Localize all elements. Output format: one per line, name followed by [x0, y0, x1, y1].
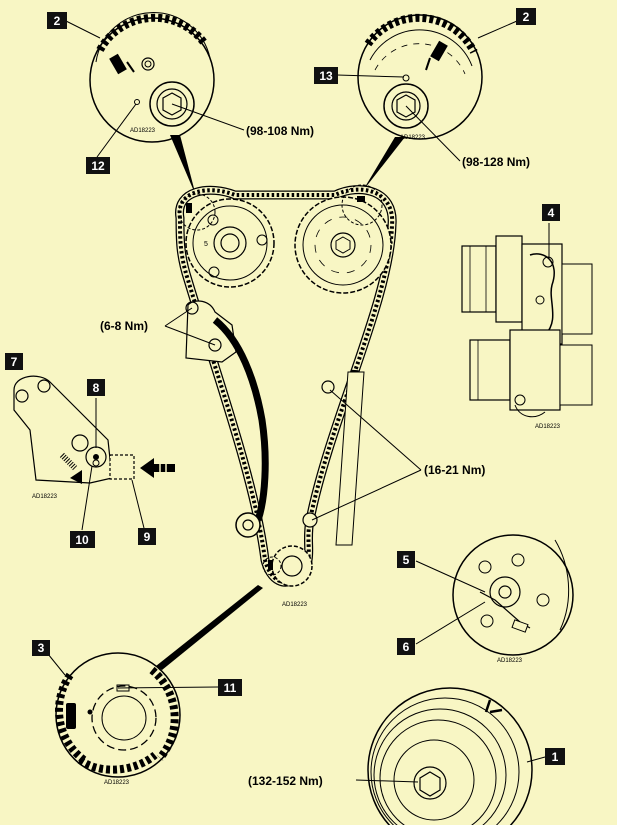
svg-text:9: 9: [144, 530, 151, 544]
svg-text:5: 5: [204, 241, 208, 248]
callout-7: 7: [5, 353, 23, 370]
torque-label: (98-108 Nm): [246, 124, 314, 138]
svg-text:10: 10: [75, 533, 89, 547]
callout-5: 5: [397, 551, 415, 568]
ref-code: AD18223: [497, 658, 523, 664]
leader-wedge: [362, 137, 405, 192]
detail-intake-cam-mark: AD18223: [357, 13, 483, 141]
callout-11: 11: [218, 679, 242, 696]
leader-wedge: [170, 135, 196, 196]
svg-text:1: 1: [552, 750, 559, 764]
ref-code: AD18223: [282, 602, 308, 608]
callout-2-left: 2: [47, 12, 67, 29]
callout-2-right: 2: [516, 8, 536, 25]
ref-code: AD18223: [104, 780, 130, 786]
detail-crank-pulley: [367, 687, 533, 825]
detail-pump-gear: AD18223: [452, 534, 574, 664]
callout-13: 13: [314, 67, 338, 84]
detail-crank-gear-mark: AD18223: [55, 652, 181, 786]
ref-code: AD18223: [130, 128, 156, 134]
callout-6: 6: [397, 638, 415, 655]
callout-8: 8: [87, 379, 105, 396]
torque-label: (132-152 Nm): [248, 774, 323, 788]
svg-text:2: 2: [54, 14, 61, 28]
svg-text:2: 2: [523, 10, 530, 24]
ref-code: AD18223: [32, 494, 58, 500]
svg-text:4: 4: [548, 206, 555, 220]
svg-text:5: 5: [403, 553, 410, 567]
ref-code: AD18223: [535, 424, 561, 430]
callout-9: 9: [138, 528, 156, 545]
callout-12: 12: [86, 157, 110, 174]
leader-wedge: [156, 585, 263, 670]
torque-label: (6-8 Nm): [100, 319, 148, 333]
torque-label: (16-21 Nm): [424, 463, 485, 477]
svg-text:12: 12: [91, 159, 105, 173]
svg-text:7: 7: [11, 355, 18, 369]
svg-text:6: 6: [403, 640, 410, 654]
callout-1: 1: [545, 748, 565, 765]
svg-text:11: 11: [224, 681, 237, 695]
leader-lines: [47, 20, 550, 783]
svg-text:8: 8: [93, 381, 100, 395]
detail-exhaust-cam-mark: AD18223: [89, 12, 215, 143]
torque-label: (98-128 Nm): [462, 155, 530, 169]
callout-10: 10: [70, 531, 95, 548]
detail-tensioner: AD18223: [13, 375, 175, 500]
callout-4: 4: [542, 204, 560, 221]
svg-text:13: 13: [319, 69, 333, 83]
detail-camshaft-side-view: AD18223: [461, 235, 593, 430]
svg-text:3: 3: [38, 641, 45, 655]
ref-code: AD18223: [400, 135, 426, 141]
callout-3: 3: [32, 640, 50, 656]
main-timing-chain: 5 AD18223: [175, 184, 397, 608]
